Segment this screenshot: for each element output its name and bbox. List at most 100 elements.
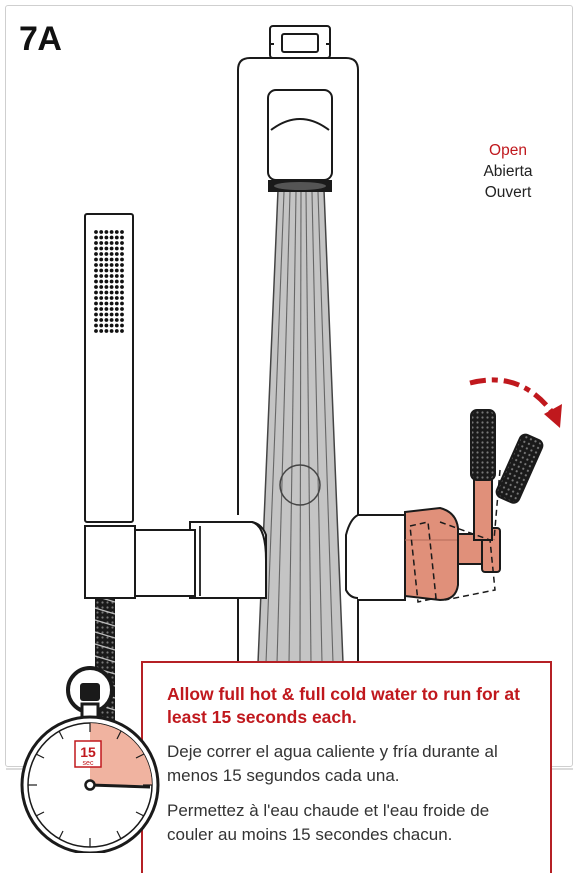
spray-nozzle [120, 246, 124, 251]
spray-nozzle [99, 323, 104, 328]
spray-nozzle [104, 307, 109, 311]
spray-nozzle [114, 318, 119, 322]
spray-nozzle [104, 257, 109, 262]
spray-nozzle [94, 230, 98, 234]
spray-nozzle [94, 307, 98, 311]
spray-nozzle [109, 274, 114, 278]
spray-nozzle [109, 252, 114, 256]
spray-nozzle [104, 329, 109, 333]
spray-nozzle [114, 301, 119, 306]
instruction-note: Allow full hot & full cold water to run … [141, 661, 552, 873]
spray-nozzle [94, 312, 98, 317]
spray-nozzle [114, 263, 119, 267]
spray-nozzle [120, 268, 124, 273]
spray-nozzle [94, 318, 98, 322]
state-label-french: Ouvert [484, 184, 532, 201]
spray-nozzle [94, 268, 98, 273]
state-label-spanish: Abierta [483, 163, 533, 180]
spray-nozzle [94, 263, 98, 267]
spray-nozzle [104, 246, 109, 251]
spray-nozzle [94, 279, 98, 284]
spray-nozzle [94, 252, 98, 256]
spray-nozzle [120, 301, 124, 306]
spray-nozzle [109, 323, 114, 328]
spray-nozzle [99, 241, 104, 245]
spray-nozzle [99, 296, 104, 300]
spray-nozzle [114, 246, 119, 251]
spray-nozzle [104, 296, 109, 300]
spray-nozzle [120, 323, 124, 328]
shower-holder-arm [84, 514, 406, 601]
spray-nozzle [114, 257, 119, 262]
spray-nozzle [99, 235, 104, 240]
spray-nozzle [99, 274, 104, 278]
spray-nozzle [120, 241, 124, 245]
spray-nozzle [120, 279, 124, 284]
spray-nozzle [114, 285, 119, 289]
water-stream [257, 189, 344, 664]
spray-nozzle [99, 318, 104, 322]
state-label-english: Open [489, 142, 527, 159]
spray-nozzle [109, 318, 114, 322]
spray-nozzle [99, 230, 104, 234]
spray-nozzle [109, 301, 114, 306]
spray-nozzle [109, 307, 114, 311]
spray-nozzle [99, 290, 104, 295]
timer-unit: sec [83, 760, 94, 767]
spray-nozzle [104, 279, 109, 284]
spray-nozzle [99, 307, 104, 311]
spray-nozzle [109, 312, 114, 317]
spray-nozzle [109, 285, 114, 289]
mixing-valve [404, 409, 544, 603]
spray-nozzle [114, 230, 119, 234]
faucet-body [237, 25, 359, 663]
spray-nozzle [120, 329, 124, 333]
spray-nozzle [94, 246, 98, 251]
spray-nozzle [104, 301, 109, 306]
spray-nozzle [104, 230, 109, 234]
spray-nozzle [99, 257, 104, 262]
spray-nozzle [114, 296, 119, 300]
spray-nozzle [109, 290, 114, 295]
spray-nozzle [104, 268, 109, 273]
instruction-spanish: Deje correr el agua caliente y fría dura… [167, 742, 498, 785]
spray-nozzle [104, 252, 109, 256]
spray-nozzle [114, 241, 119, 245]
spray-nozzle [94, 301, 98, 306]
spray-nozzle [104, 290, 109, 295]
rotation-arrow-icon [469, 377, 562, 428]
spray-nozzle [109, 257, 114, 262]
spray-nozzle [99, 279, 104, 284]
spray-nozzle [104, 263, 109, 267]
spray-nozzle [99, 252, 104, 256]
instruction-french: Permettez à l'eau chaude et l'eau froide… [167, 801, 490, 844]
spray-nozzle [104, 241, 109, 245]
spray-nozzle [114, 252, 119, 256]
spray-nozzle [104, 312, 109, 317]
spray-nozzle [114, 323, 119, 328]
spray-nozzle [99, 263, 104, 267]
spray-nozzle [104, 323, 109, 328]
spray-nozzle [104, 318, 109, 322]
spray-nozzle [120, 318, 124, 322]
spray-nozzle [120, 307, 124, 311]
spray-nozzle [99, 285, 104, 289]
spray-nozzle [114, 274, 119, 278]
spray-nozzle [104, 235, 109, 240]
spray-nozzle [120, 274, 124, 278]
spray-nozzle [114, 290, 119, 295]
spray-nozzle [104, 285, 109, 289]
spray-nozzle [94, 257, 98, 262]
spray-nozzle [99, 268, 104, 273]
spray-nozzle [120, 285, 124, 289]
spray-nozzle [120, 296, 124, 300]
spray-nozzle [114, 235, 119, 240]
timer-value: 15 [80, 744, 96, 760]
spray-nozzle [99, 246, 104, 251]
step-label: 7A [19, 20, 62, 58]
spray-nozzle [94, 296, 98, 300]
spray-nozzle [120, 235, 124, 240]
spray-nozzle [94, 290, 98, 295]
spray-nozzle [114, 279, 119, 284]
